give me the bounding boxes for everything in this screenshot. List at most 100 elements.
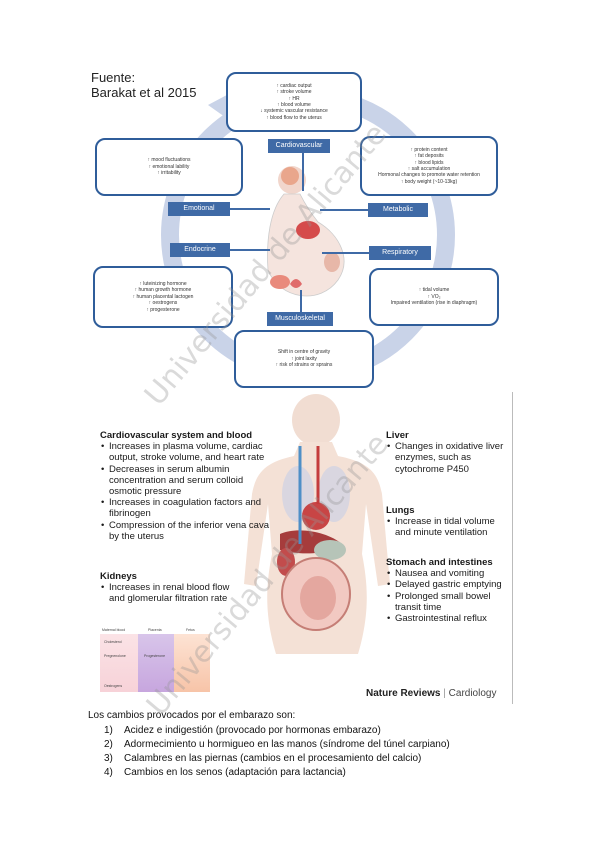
liver-item: Changes in oxidative liver enzymes, such… bbox=[387, 441, 506, 475]
endocrine-item: ↑ luteinizing hormone bbox=[139, 280, 187, 287]
list-number: 2) bbox=[104, 739, 113, 750]
metabolic-item: ↑ body weight (~10-13kg) bbox=[400, 178, 458, 185]
metabolic-item: ↑ fat deposits bbox=[414, 153, 444, 160]
cardio-item: Compression of the inferior vena cava by… bbox=[101, 520, 270, 542]
endocrine-item: ↑ human placental lactogen bbox=[132, 293, 194, 300]
list-item: 2) Adormecimiento u hormigueo en las mano… bbox=[104, 738, 450, 752]
cardiovascular-item: ↓ systemic vascular resistance bbox=[260, 108, 328, 115]
endocrine-item: ↑ human growth hormone bbox=[134, 287, 192, 294]
cardio-item: Increases in coagulation factors and fib… bbox=[101, 497, 270, 519]
emotional-box: ↑ mood fluctuations ↑ emotional lability… bbox=[95, 138, 243, 196]
kidneys-list: Increases in renal blood flow and glomer… bbox=[100, 582, 230, 604]
cardiovascular-item: ↑ stroke volume bbox=[276, 89, 312, 96]
cardio-heading: Cardiovascular system and blood bbox=[100, 430, 253, 441]
respiratory-item: Impaired ventilation (rise in diaphragm) bbox=[390, 300, 478, 307]
musculoskeletal-item: ↑ joint laxity bbox=[291, 355, 317, 362]
list-text: Adormecimiento u hormigueo en las manos … bbox=[124, 739, 450, 750]
stomach-list: Nausea and vomiting Delayed gastric empt… bbox=[386, 568, 510, 624]
endocrine-item: ↑ oestrogens bbox=[148, 300, 178, 307]
inset-row: Progesterone bbox=[144, 654, 166, 658]
metabolic-item: ↑ protein content bbox=[410, 146, 448, 153]
cardiovascular-tag: Cardiovascular bbox=[268, 139, 330, 153]
musculoskeletal-box: Shift in centre of gravity ↑ joint laxit… bbox=[234, 330, 374, 388]
list-number: 3) bbox=[104, 753, 113, 764]
stomach-heading: Stomach and intestines bbox=[386, 557, 493, 568]
body-anatomy-illustration bbox=[244, 394, 390, 654]
connector-line bbox=[300, 290, 302, 312]
cardio-item: Increases in plasma volume, cardiac outp… bbox=[101, 441, 270, 463]
metabolic-box: ↑ protein content ↑ fat deposits ↑ blood… bbox=[360, 136, 498, 196]
list-item: 4)Cambios en los senos (adaptación para … bbox=[104, 766, 450, 780]
kidneys-heading: Kidneys bbox=[100, 571, 137, 582]
emotional-item: ↑ emotional lability bbox=[148, 163, 190, 170]
cardiovascular-item: ↑ blood flow to the uterus bbox=[266, 114, 322, 121]
emotional-item: ↑ irritability bbox=[157, 170, 181, 177]
inset-col-placenta: Placenta bbox=[148, 628, 162, 632]
connector-line bbox=[302, 153, 304, 191]
stomach-item: Delayed gastric emptying bbox=[387, 579, 510, 590]
lungs-item: Increase in tidal volume and minute vent… bbox=[387, 516, 506, 538]
cardiovascular-box: ↑ cardiac output ↑ stroke volume ↑ HR ↑ … bbox=[226, 72, 362, 132]
list-number: 1) bbox=[104, 725, 113, 736]
metabolic-item: ↑ blood lipids bbox=[414, 159, 444, 166]
musculoskeletal-item: ↑ risk of strains or sprains bbox=[275, 362, 333, 369]
metabolic-item: ↑ salt accumulation bbox=[407, 166, 451, 172]
stomach-block: Stomach and intestines Nausea and vomiti… bbox=[386, 557, 510, 624]
kidneys-block: Kidneys Increases in renal blood flow an… bbox=[100, 571, 230, 605]
cardio-blood-block: Cardiovascular system and blood Increase… bbox=[100, 430, 270, 542]
source-reference: Barakat et al 2015 bbox=[91, 85, 197, 100]
list-text: Cambios en los senos (adaptación para la… bbox=[124, 767, 346, 778]
list-text: Acidez e indigestión (provocado por horm… bbox=[124, 725, 381, 736]
respiratory-item: ↑ tidal volume bbox=[418, 287, 450, 294]
connector-line bbox=[322, 252, 369, 254]
liver-heading: Liver bbox=[386, 430, 409, 441]
musculoskeletal-item: Shift in centre of gravity bbox=[277, 349, 331, 356]
source-citation: Fuente: Barakat et al 2015 bbox=[91, 70, 197, 100]
pregnant-woman-illustration bbox=[267, 166, 345, 297]
cardio-list: Increases in plasma volume, cardiac outp… bbox=[100, 441, 270, 542]
stomach-item: Prolonged small bowel transit time bbox=[387, 591, 510, 613]
inset-col-maternal: Maternal blood bbox=[102, 628, 126, 632]
respiratory-box: ↑ tidal volume ↑ VO₂ Impaired ventilatio… bbox=[369, 268, 499, 326]
divider bbox=[512, 392, 513, 704]
lungs-heading: Lungs bbox=[386, 505, 415, 516]
inset-col-fetus: Fetus bbox=[186, 628, 195, 632]
inset-row: Oestrogens bbox=[104, 684, 123, 688]
journal-name: Cardiology bbox=[448, 688, 497, 699]
maternal-band bbox=[100, 634, 138, 692]
intro-text: Los cambios provocados por el embarazo s… bbox=[88, 710, 296, 721]
lungs-list: Increase in tidal volume and minute vent… bbox=[386, 516, 506, 538]
fetus-band bbox=[174, 634, 210, 692]
placenta-band bbox=[138, 634, 174, 692]
list-item: 1) Acidez e indigestión (provocado por ho… bbox=[104, 724, 450, 738]
connector-line bbox=[320, 209, 368, 211]
inset-row: Cholesterol bbox=[104, 640, 122, 644]
stomach-item: Gastrointestinal reflux bbox=[387, 613, 510, 624]
publisher-name: Nature Reviews bbox=[366, 688, 441, 699]
cardiovascular-item: ↑ cardiac output bbox=[276, 82, 312, 89]
list-item: 3) Calambres en las piernas (cambios en e… bbox=[104, 752, 450, 766]
figure-credit: Nature Reviews | Cardiology bbox=[366, 688, 497, 699]
metabolic-tag: Metabolic bbox=[368, 203, 428, 217]
stomach-item: Nausea and vomiting bbox=[387, 568, 510, 579]
connector-line bbox=[230, 208, 270, 210]
cardiovascular-item: ↑ HR bbox=[288, 95, 300, 102]
cardio-item: Decreases in serum albumin concentration… bbox=[101, 464, 270, 498]
endocrine-box: ↑ luteinizing hormone ↑ human growth hor… bbox=[93, 266, 233, 328]
endocrine-tag: Endocrine bbox=[170, 243, 230, 257]
connector-line bbox=[230, 249, 270, 251]
cardiovascular-item: ↑ blood volume bbox=[277, 102, 311, 108]
endocrine-item: ↑ progesterone bbox=[146, 306, 180, 313]
respiratory-tag: Respiratory bbox=[369, 246, 431, 260]
emotional-item: ↑ mood fluctuations bbox=[147, 157, 191, 164]
liver-block: Liver Changes in oxidative liver enzymes… bbox=[386, 430, 506, 475]
inset-row: Pregnenolone bbox=[104, 654, 126, 658]
emotional-tag: Emotional bbox=[168, 202, 230, 216]
musculoskeletal-tag: Musculoskeletal bbox=[267, 312, 333, 326]
liver-list: Changes in oxidative liver enzymes, such… bbox=[386, 441, 506, 475]
list-text: Calambres en las piernas (cambios en el … bbox=[124, 753, 422, 764]
changes-list: 1) Acidez e indigestión (provocado por ho… bbox=[104, 724, 450, 780]
lungs-block: Lungs Increase in tidal volume and minut… bbox=[386, 505, 506, 539]
metabolic-item: Hormonal changes to promote water retent… bbox=[378, 172, 480, 179]
source-label: Fuente: bbox=[91, 70, 136, 85]
